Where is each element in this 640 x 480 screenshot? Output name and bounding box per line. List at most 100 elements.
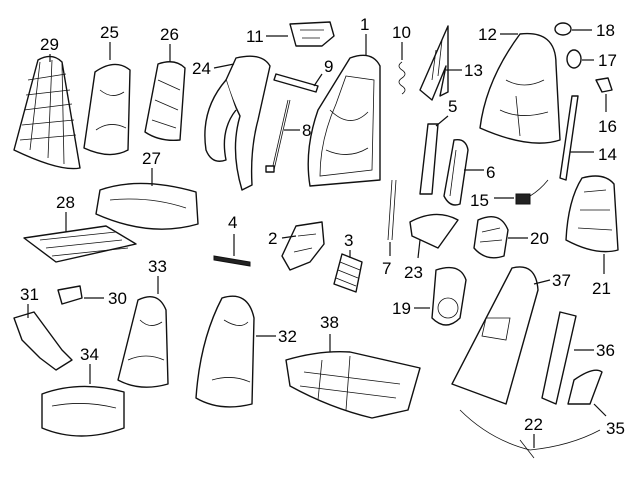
part-27-cushion-cover <box>95 182 199 230</box>
svg-text:36: 36 <box>596 341 615 360</box>
svg-text:21: 21 <box>592 279 611 298</box>
part-29-heater-mat <box>13 55 81 170</box>
callout-18: 18 <box>572 21 615 40</box>
part-8-cable <box>265 99 291 173</box>
callout-12: 12 <box>478 25 518 44</box>
callout-2: 2 <box>268 229 297 248</box>
part-20-module <box>473 216 509 259</box>
svg-text:29: 29 <box>40 35 59 54</box>
svg-text:30: 30 <box>108 289 127 308</box>
part-25-back-cover <box>83 63 131 156</box>
svg-text:35: 35 <box>606 419 625 438</box>
callout-14: 14 <box>570 145 617 164</box>
svg-text:6: 6 <box>486 163 495 182</box>
callout-38: 38 <box>320 313 339 352</box>
part-18-cap <box>554 22 572 36</box>
part-14-trim-strip <box>559 95 579 181</box>
part-33-backrest-cover <box>117 296 169 388</box>
svg-text:18: 18 <box>596 21 615 40</box>
part-3-mesh-panel <box>333 253 363 293</box>
part-30-clip <box>57 285 83 305</box>
part-1-back-frame <box>307 54 381 187</box>
callout-33: 33 <box>148 257 167 294</box>
part-22-wiring-harness <box>459 409 601 459</box>
callout-23: 23 <box>404 239 423 282</box>
callout-27: 27 <box>142 149 161 186</box>
callout-17: 17 <box>582 51 617 70</box>
part-38-cushion-heater <box>285 351 421 419</box>
part-5-guide <box>419 123 439 195</box>
svg-text:9: 9 <box>324 57 333 76</box>
callout-16: 16 <box>598 94 617 136</box>
svg-text:31: 31 <box>20 285 39 304</box>
svg-text:37: 37 <box>552 271 571 290</box>
svg-text:10: 10 <box>392 23 411 42</box>
part-7-rod <box>387 179 397 241</box>
callout-7: 7 <box>382 242 391 278</box>
svg-text:8: 8 <box>302 121 311 140</box>
callout-37: 37 <box>533 271 571 290</box>
callout-9: 9 <box>313 57 333 87</box>
callout-30: 30 <box>84 289 127 308</box>
part-26-back-cushion <box>144 61 186 142</box>
callout-11: 11 <box>246 27 288 46</box>
part-15-sensor <box>515 179 549 205</box>
part-19-cover <box>431 266 467 326</box>
callout-1: 1 <box>360 15 369 56</box>
svg-text:3: 3 <box>344 231 353 250</box>
callout-35: 35 <box>593 403 625 438</box>
callout-29: 29 <box>40 35 59 62</box>
part-9-rod <box>273 73 319 93</box>
callout-34: 34 <box>80 345 99 384</box>
part-6-oval-trim <box>443 139 469 206</box>
svg-text:2: 2 <box>268 229 277 248</box>
callout-4: 4 <box>228 213 237 256</box>
part-34-seat-cushion <box>41 385 125 437</box>
svg-text:7: 7 <box>382 259 391 278</box>
part-16-clip <box>595 77 613 93</box>
callout-3: 3 <box>344 231 353 258</box>
part-32-backrest-trim <box>195 295 255 408</box>
callout-6: 6 <box>464 163 495 182</box>
svg-text:15: 15 <box>470 191 489 210</box>
svg-text:17: 17 <box>598 51 617 70</box>
part-36-side-panel <box>541 311 577 405</box>
callout-25: 25 <box>100 23 119 60</box>
svg-text:23: 23 <box>404 263 423 282</box>
callout-13: 13 <box>446 61 483 80</box>
callout-28: 28 <box>56 193 75 232</box>
part-17-disc <box>566 49 582 69</box>
svg-text:19: 19 <box>392 299 411 318</box>
part-2-motor <box>281 221 325 271</box>
callout-26: 26 <box>160 25 179 62</box>
svg-text:11: 11 <box>246 27 264 46</box>
svg-text:26: 26 <box>160 25 179 44</box>
svg-text:38: 38 <box>320 313 339 332</box>
part-37-backrest-panel <box>451 266 539 405</box>
callout-8: 8 <box>284 121 311 140</box>
svg-text:14: 14 <box>598 145 617 164</box>
svg-text:12: 12 <box>478 25 497 44</box>
part-11-bracket <box>289 21 335 47</box>
svg-text:25: 25 <box>100 23 119 42</box>
part-21-rear-panel <box>565 175 619 253</box>
callout-5: 5 <box>435 97 457 127</box>
callout-22: 22 <box>524 415 543 448</box>
svg-text:32: 32 <box>278 327 297 346</box>
svg-text:24: 24 <box>192 59 211 78</box>
part-10-spring <box>398 61 406 95</box>
part-23-bracket <box>409 213 459 249</box>
svg-text:20: 20 <box>530 229 549 248</box>
callout-24: 24 <box>192 59 235 78</box>
part-4-shaft <box>213 255 251 267</box>
callout-20: 20 <box>508 229 549 248</box>
svg-text:5: 5 <box>448 97 457 116</box>
part-31-frame-bracket <box>13 311 73 371</box>
svg-text:13: 13 <box>464 61 483 80</box>
callout-10: 10 <box>392 23 411 60</box>
part-12-backrest-shell <box>479 32 561 144</box>
svg-text:22: 22 <box>524 415 543 434</box>
callout-21: 21 <box>592 254 611 298</box>
callout-15: 15 <box>470 191 514 210</box>
